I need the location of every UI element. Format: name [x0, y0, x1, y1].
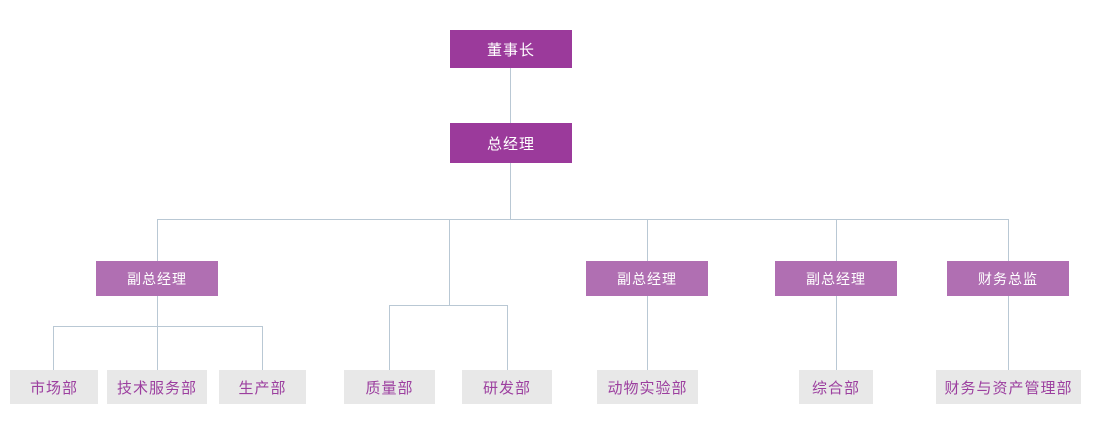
connector-drop-quality	[389, 305, 390, 370]
node-dept-rd: 研发部	[462, 370, 552, 404]
node-deputy-gm-1: 副总经理	[96, 261, 218, 296]
connector-chairman-gm	[510, 68, 511, 123]
connector-gm-to-bus	[510, 163, 511, 219]
connector-main-bus	[157, 219, 1009, 220]
connector-drop-finance	[1008, 296, 1009, 370]
connector-drop-general	[836, 296, 837, 370]
node-dept-quality: 质量部	[344, 370, 435, 404]
connector-drop-vp3	[836, 219, 837, 261]
node-deputy-gm-2: 副总经理	[586, 261, 708, 296]
connector-drop-tech	[157, 326, 158, 370]
connector-drop-vp1	[157, 219, 158, 261]
connector-drop-cfo	[1008, 219, 1009, 261]
connector-drop-vp2	[647, 219, 648, 261]
node-dept-production: 生产部	[219, 370, 306, 404]
node-finance-director: 财务总监	[947, 261, 1069, 296]
connector-vp1-to-sub-bus	[157, 296, 158, 326]
connector-drop-mid-branch	[449, 219, 450, 305]
connector-mid-sub-bus	[389, 305, 507, 306]
node-chairman: 董事长	[450, 30, 572, 68]
connector-drop-prod	[262, 326, 263, 370]
node-deputy-gm-3: 副总经理	[775, 261, 897, 296]
node-dept-tech-service: 技术服务部	[107, 370, 207, 404]
connector-drop-animal	[647, 296, 648, 370]
node-dept-animal-lab: 动物实验部	[597, 370, 698, 404]
node-dept-general: 综合部	[799, 370, 873, 404]
node-dept-marketing: 市场部	[10, 370, 98, 404]
node-general-manager: 总经理	[450, 123, 572, 163]
connector-drop-rd	[507, 305, 508, 370]
connector-drop-market	[53, 326, 54, 370]
node-dept-finance-assets: 财务与资产管理部	[936, 370, 1081, 404]
